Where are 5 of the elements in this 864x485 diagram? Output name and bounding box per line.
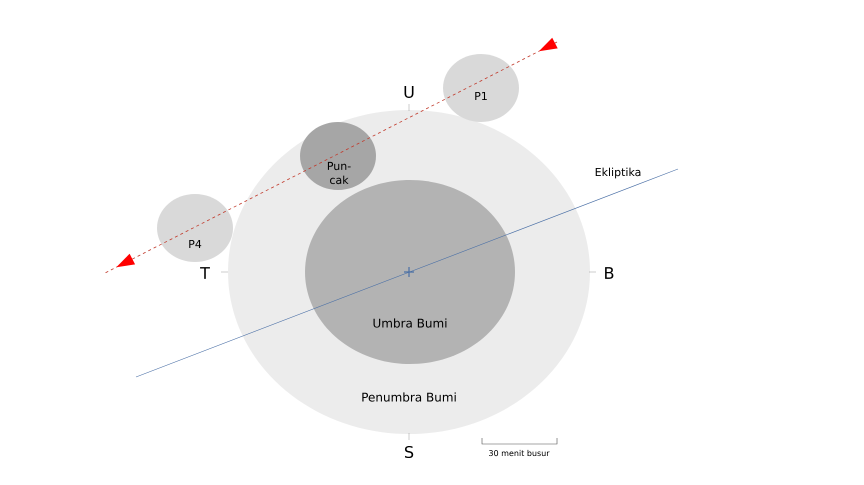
direction-label: U	[404, 86, 414, 98]
ecliptic-label: Ekliptika	[596, 168, 640, 178]
direction-label: S	[404, 446, 414, 458]
direction-label: B	[605, 267, 614, 279]
scale-label: 30 menit busur	[489, 450, 550, 456]
